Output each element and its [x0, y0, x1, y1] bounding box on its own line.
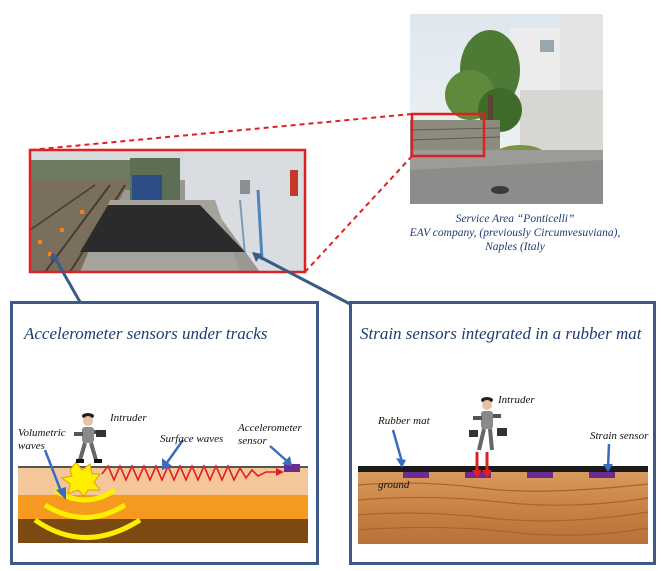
label-volumetric-line1: Volumetric — [18, 427, 66, 439]
label-surface-waves: Surface waves — [160, 433, 224, 445]
label-accelerometer-line1: Accelerometer — [238, 422, 302, 434]
label-intruder-right: Intruder — [498, 394, 535, 406]
label-accelerometer-sensor: Accelerometer sensor — [238, 422, 302, 448]
label-ground: ground — [378, 479, 410, 491]
label-volumetric-line2: waves — [18, 440, 45, 452]
accelerometer-panel-title: Accelerometer sensors under tracks — [24, 324, 268, 343]
label-accelerometer-line2: sensor — [238, 435, 267, 447]
caption-line2: EAV company, (previously Circumvesuviana… — [409, 227, 621, 253]
zoomed-photo — [28, 148, 307, 274]
label-volumetric-waves: Volumetric waves — [18, 427, 66, 453]
label-strain-sensor: Strain sensor — [590, 430, 649, 442]
label-rubber-mat: Rubber mat — [378, 415, 430, 427]
strain-panel-title: Strain sensors integrated in a rubber ma… — [360, 324, 642, 343]
label-intruder-left: Intruder — [110, 412, 147, 424]
rubber-mat-overlay — [80, 205, 245, 252]
caption-line1: Service Area “Ponticelli” — [455, 213, 575, 225]
overview-photo — [409, 14, 603, 204]
photo-caption: Service Area “Ponticelli” EAV company, (… — [400, 212, 630, 254]
